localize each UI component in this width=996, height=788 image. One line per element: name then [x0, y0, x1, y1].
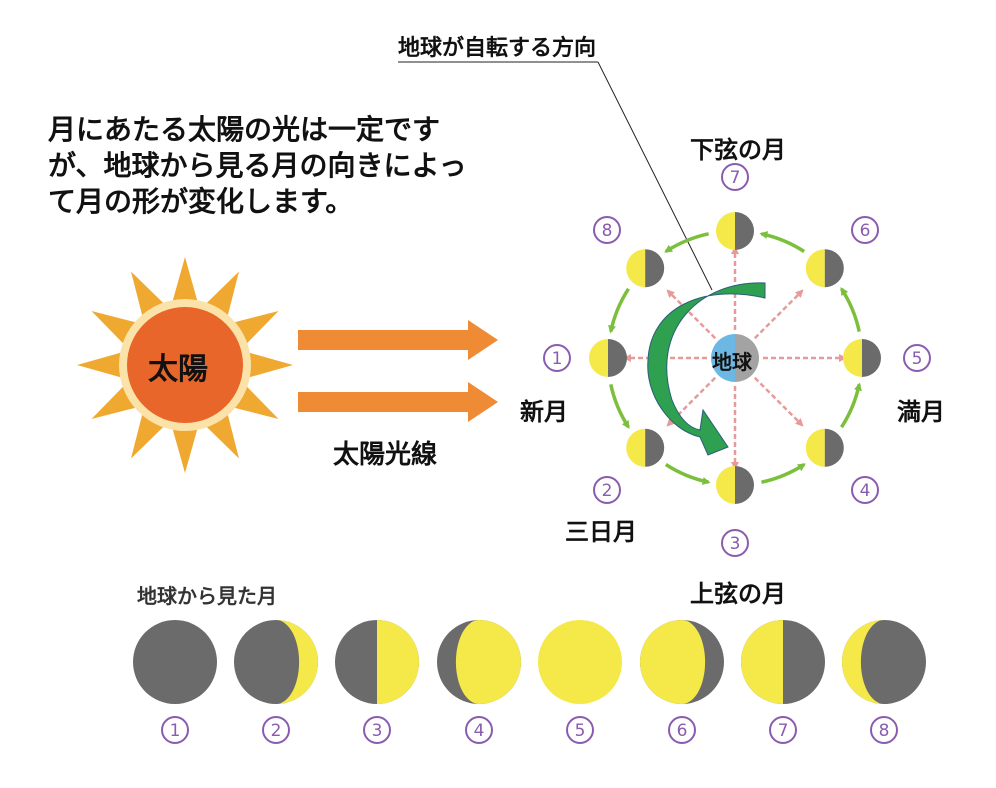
last-quarter-label: 下弦の月 — [690, 136, 786, 164]
sun-icon — [127, 307, 243, 423]
number-label: 6 — [677, 721, 688, 741]
number-badge — [363, 716, 391, 744]
moon-lit-half — [626, 428, 646, 467]
new-moon-label: 新月 — [520, 398, 568, 426]
description-line: て月の形が変化します。 — [48, 185, 354, 218]
moon-lit-part — [842, 620, 884, 704]
view-direction-arrow — [666, 376, 717, 427]
number-label: 8 — [879, 721, 890, 741]
number-label: 5 — [575, 721, 586, 741]
crescent-label: 三日月 — [565, 518, 637, 546]
number-badge — [769, 716, 797, 744]
moon-lit-half — [589, 339, 608, 377]
number-label: 1 — [170, 721, 181, 741]
description-text: 月にあたる太陽の光は一定です が、地球から見る月の向きによっ て月の形が変化しま… — [48, 112, 467, 220]
orbit-arrow — [761, 463, 806, 484]
description-line: 月にあたる太陽の光は一定です — [48, 113, 441, 146]
orbit-arrow — [664, 232, 709, 253]
moon-dark-half — [645, 249, 665, 288]
number-badge — [721, 163, 749, 191]
sunlight-arrow — [298, 382, 498, 422]
number-label: 2 — [271, 721, 282, 741]
number-badge — [668, 716, 696, 744]
number-label: 5 — [912, 349, 923, 369]
rotation-direction-label: 地球が自転する方向 — [398, 36, 597, 61]
moon-lit-half — [716, 212, 735, 250]
pointer-line — [597, 61, 713, 291]
number-badge — [566, 716, 594, 744]
earth-night-side — [735, 334, 759, 382]
description-line: が、地球から見る月の向きによっ — [48, 149, 467, 182]
moon-lit-part — [741, 620, 783, 704]
sun-ray-icon — [77, 352, 123, 378]
number-label: 1 — [552, 349, 563, 369]
moon-lit-half — [716, 466, 735, 504]
orbit-arrow — [759, 231, 806, 253]
earth-day-side — [711, 334, 735, 382]
orbit-arrow — [609, 384, 630, 429]
orbit-arrow — [664, 463, 711, 485]
sunlight-label: 太陽光線 — [333, 440, 438, 470]
number-badge — [903, 344, 931, 372]
view-direction-arrow — [753, 289, 804, 340]
seen-from-earth-label: 地球から見た月 — [137, 584, 277, 608]
moon-lit-part — [455, 620, 521, 704]
full-moon-label: 満月 — [897, 398, 945, 426]
first-quarter-label: 上弦の月 — [690, 580, 786, 608]
number-label: 7 — [730, 168, 741, 188]
number-label: 7 — [778, 721, 789, 741]
orbit-arrow — [608, 287, 630, 334]
moon-dark-half — [735, 466, 754, 504]
number-label: 2 — [602, 481, 613, 501]
orbit-arrow — [840, 382, 862, 429]
earth-label: 地球 — [712, 350, 752, 374]
moon-dark-half — [862, 339, 881, 377]
moon-dark-half — [645, 428, 665, 467]
orbit-arrow — [840, 287, 861, 332]
number-label: 8 — [602, 221, 613, 241]
sun-ray-icon — [172, 427, 198, 473]
sunlight-arrow — [298, 320, 498, 360]
view-direction-arrow — [753, 376, 804, 427]
sun-ray-icon — [172, 257, 198, 303]
moon-dark-half — [824, 428, 844, 467]
moon-dark-half — [608, 339, 627, 377]
sun-label: 太陽 — [148, 352, 208, 387]
moon-dark-half — [824, 249, 844, 288]
number-badge — [851, 216, 879, 244]
number-badge — [721, 529, 749, 557]
moon-lit-half — [805, 428, 825, 467]
moon-lit-part — [377, 620, 419, 704]
number-badge — [870, 716, 898, 744]
number-label: 3 — [730, 534, 741, 554]
number-badge — [851, 476, 879, 504]
moon-phase-full — [538, 620, 622, 704]
number-badge — [262, 716, 290, 744]
moon-lit-half — [805, 249, 825, 288]
moon-lit-part — [640, 620, 706, 704]
number-label: 6 — [860, 221, 871, 241]
number-label: 4 — [860, 481, 871, 501]
number-badge — [593, 476, 621, 504]
number-badge — [593, 216, 621, 244]
moon-lit-half — [843, 339, 862, 377]
moon-lit-part — [276, 620, 318, 704]
sun-ray-icon — [247, 352, 293, 378]
number-label: 4 — [474, 721, 485, 741]
moon-phase-new — [133, 620, 217, 704]
number-badge — [161, 716, 189, 744]
view-direction-arrow — [666, 289, 717, 340]
moon-lit-half — [626, 249, 646, 288]
earth-rotation-arrow — [647, 282, 766, 456]
number-label: 3 — [372, 721, 383, 741]
number-badge — [465, 716, 493, 744]
number-badge — [543, 344, 571, 372]
moon-dark-half — [735, 212, 754, 250]
